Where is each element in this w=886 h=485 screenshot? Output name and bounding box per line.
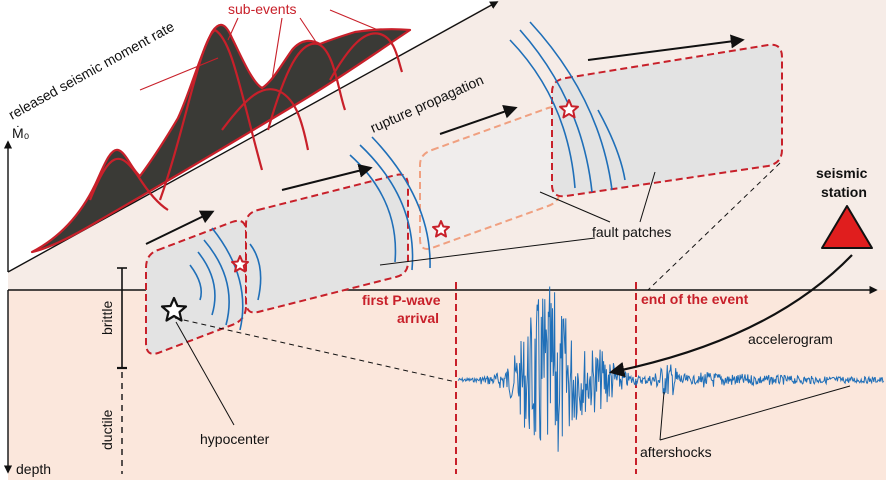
hypocenter-star-icon [160,296,188,322]
m0-symbol: Ṁ₀ [12,124,30,141]
moment-rate-curve [30,23,412,254]
fault-patch-4 [551,43,783,198]
fault-patches-leaders [379,171,656,266]
first-p-wave-label-line2: arrival [397,310,439,326]
moment-rate-label: released seismic moment rate [6,18,177,123]
seismic-station-triangle-icon [821,205,873,249]
depth-label: depth [16,461,51,477]
sub-event-star-icon-1 [231,255,249,273]
station-arrow [608,254,853,378]
brittle-label: brittle [99,301,115,335]
aftershocks-label: aftershocks [640,444,712,460]
seismic-station-label-line2: station [821,184,867,200]
sub-events-leaders [227,9,379,81]
seismic-station-label: seismic [816,165,868,181]
fault-patches-group [145,43,783,355]
accelerogram-trace [457,286,884,452]
projection-lines [174,162,781,383]
sub-event-star-icon-3 [559,99,579,119]
hypocenter-leader [175,321,235,426]
ductile-label: ductile [99,409,115,450]
first-p-wave-label: first P-wave [362,292,441,308]
moment-rate-leader [139,57,219,91]
sub-event-star-icon-2 [432,220,450,238]
accelerogram-label: accelerogram [748,331,833,347]
fault-patch-1 [145,219,247,355]
end-of-event-label: end of the event [641,291,749,307]
aftershocks-leaders [659,385,851,441]
sub-events-label: sub-events [228,1,296,17]
hypocenter-label: hypocenter [200,431,270,447]
fault-patch-2 [245,173,409,314]
rupture-arrows [145,34,745,245]
sub-event-curves [88,28,404,211]
subsurface-background [8,290,886,480]
fault-patches-label: fault patches [592,224,671,240]
